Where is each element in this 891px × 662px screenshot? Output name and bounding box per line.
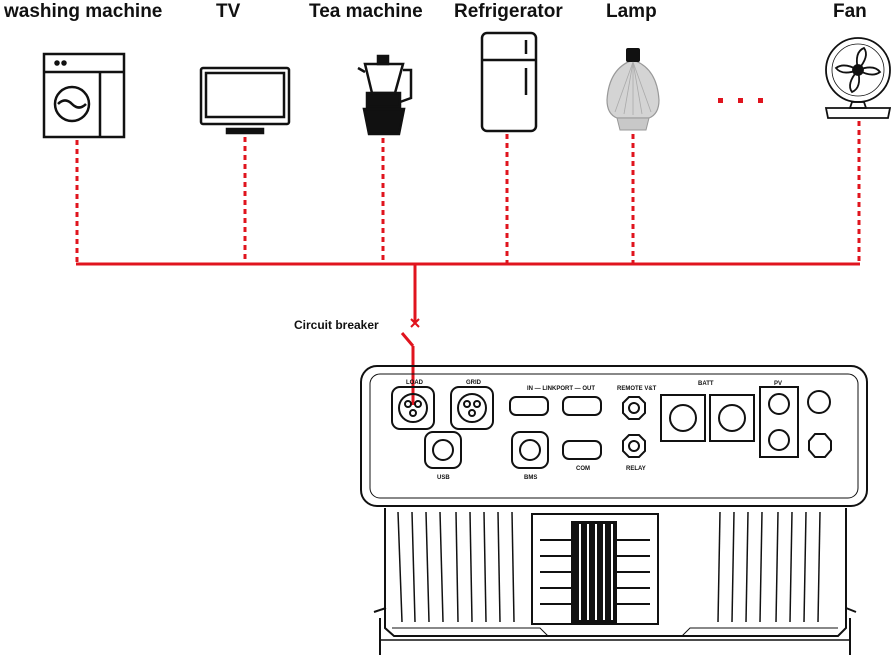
bms-port: [511, 431, 549, 469]
label-tea-machine: Tea machine: [309, 1, 423, 22]
lamp-icon: [606, 48, 660, 131]
circuit-breaker-label: Circuit breaker: [294, 318, 379, 332]
batt-neg-connector: [660, 394, 706, 442]
fan-icon: [824, 37, 891, 119]
bottom-right-port: [808, 433, 832, 458]
batt-pos-connector: [709, 394, 755, 442]
port-label-relay: RELAY: [626, 466, 646, 472]
refrigerator-icon: [480, 31, 538, 133]
tv-icon: [199, 66, 291, 135]
washing-machine-icon: [42, 52, 126, 139]
port-label-remote: REMOTE V&T: [617, 386, 657, 392]
load-bus-wire: [76, 262, 860, 405]
power-button: [807, 390, 831, 414]
heatsink-fins: [397, 511, 821, 623]
remote-port: [622, 396, 646, 420]
tea-machine-icon: [357, 54, 413, 136]
port-label-linkport: IN — LINKPORT — OUT: [527, 386, 595, 392]
com-port: [562, 440, 602, 460]
port-label-load: LOAD: [406, 380, 424, 386]
label-tv: TV: [216, 1, 241, 22]
appliance-drop-wires: [75, 121, 861, 263]
more-appliances-dots: [718, 98, 763, 103]
label-washing-machine: washing machine: [4, 1, 163, 22]
pv-connectors: [759, 386, 799, 458]
linkport-out: [562, 396, 602, 416]
usb-port: [424, 431, 462, 469]
relay-port: [622, 434, 646, 458]
port-label-usb: USB: [437, 475, 450, 481]
port-label-bms: BMS: [524, 475, 537, 481]
fan-grille: [531, 513, 659, 625]
port-label-pv: PV: [774, 381, 782, 387]
label-fan: Fan: [833, 1, 867, 22]
grid-connector: [450, 386, 494, 430]
port-label-grid: GRID: [466, 380, 482, 386]
label-refrigerator: Refrigerator: [454, 1, 563, 22]
port-label-batt: BATT: [698, 381, 714, 387]
port-label-com: COM: [576, 466, 590, 472]
load-connector: [391, 386, 435, 430]
inverter-unit: [360, 365, 868, 655]
linkport-in: [509, 396, 549, 416]
circuit-breaker-icon: [410, 318, 420, 328]
label-lamp: Lamp: [606, 1, 657, 22]
